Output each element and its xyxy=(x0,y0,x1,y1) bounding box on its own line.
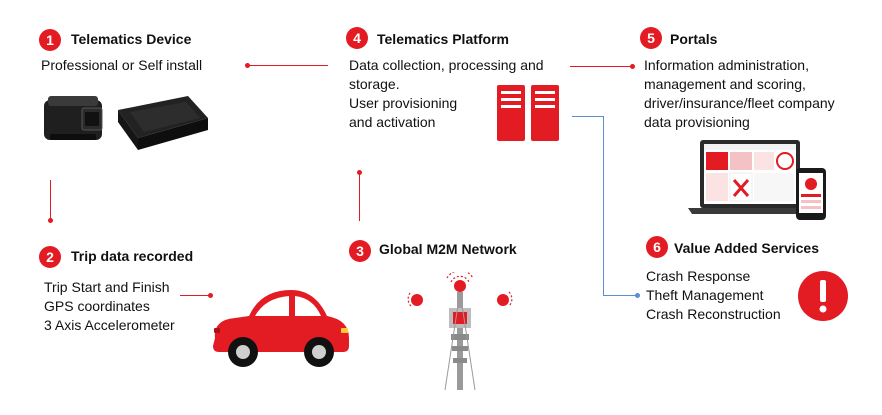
trip-data-line-1: Trip Start and Finish xyxy=(44,279,170,295)
cell-tower-icon xyxy=(407,272,513,391)
connector-platform-portals xyxy=(570,66,632,67)
connector-trip-car xyxy=(180,295,210,296)
step-6-badge: 6 xyxy=(646,236,668,258)
telematics-device-line-1: Professional or Self install xyxy=(41,57,203,73)
trip-data-title: Trip data recorded xyxy=(71,248,194,264)
obd-dongle-icon xyxy=(44,96,103,140)
connector-device-trip xyxy=(50,180,51,220)
step-4-badge: 4 xyxy=(346,27,368,49)
m2m-network-title: Global M2M Network xyxy=(379,241,517,257)
portals-line-1: Information administration, xyxy=(644,57,809,73)
portals-line-4: data provisioning xyxy=(644,114,750,130)
step-3-badge: 3 xyxy=(349,240,371,262)
connector-dot xyxy=(635,293,640,298)
vas-line-2: Theft Management xyxy=(646,287,764,303)
telematics-platform-line-1: Data collection, processing and xyxy=(349,57,544,73)
server-icon xyxy=(497,85,559,141)
telematics-device-image xyxy=(44,96,208,150)
connector-platform-vas-vertical xyxy=(603,116,604,296)
trip-data-line-2: GPS coordinates xyxy=(44,298,150,314)
value-added-services-title: Value Added Services xyxy=(674,240,819,256)
telematics-platform-line-4: and activation xyxy=(349,114,436,130)
alert-icon xyxy=(798,271,848,321)
vas-line-3: Crash Reconstruction xyxy=(646,306,781,322)
connector-platform-vas-top xyxy=(572,116,604,117)
connector-dot xyxy=(357,170,362,175)
step-2-badge: 2 xyxy=(39,246,61,268)
telematics-platform-line-2: storage. xyxy=(349,76,400,92)
trip-data-line-3: 3 Axis Accelerometer xyxy=(44,317,175,333)
telematics-platform-line-3: User provisioning xyxy=(349,95,458,111)
portals-line-2: management and scoring, xyxy=(644,76,806,92)
step-5-badge: 5 xyxy=(640,27,662,49)
black-box-icon xyxy=(118,96,208,150)
car-icon xyxy=(213,290,349,367)
telematics-platform-title: Telematics Platform xyxy=(377,31,510,47)
step-1-badge: 1 xyxy=(39,29,61,51)
connector-dot xyxy=(245,63,250,68)
portals-title: Portals xyxy=(670,31,718,47)
vas-line-1: Crash Response xyxy=(646,268,751,284)
portal-devices-icon xyxy=(688,140,826,220)
connector-device-platform xyxy=(248,65,328,66)
connector-network-platform xyxy=(359,173,360,221)
connector-platform-vas-bottom xyxy=(603,295,637,296)
connector-dot xyxy=(208,293,213,298)
portals-line-3: driver/insurance/fleet company xyxy=(644,95,835,111)
telematics-device-title: Telematics Device xyxy=(71,31,192,47)
connector-dot xyxy=(48,218,53,223)
connector-dot xyxy=(630,64,635,69)
